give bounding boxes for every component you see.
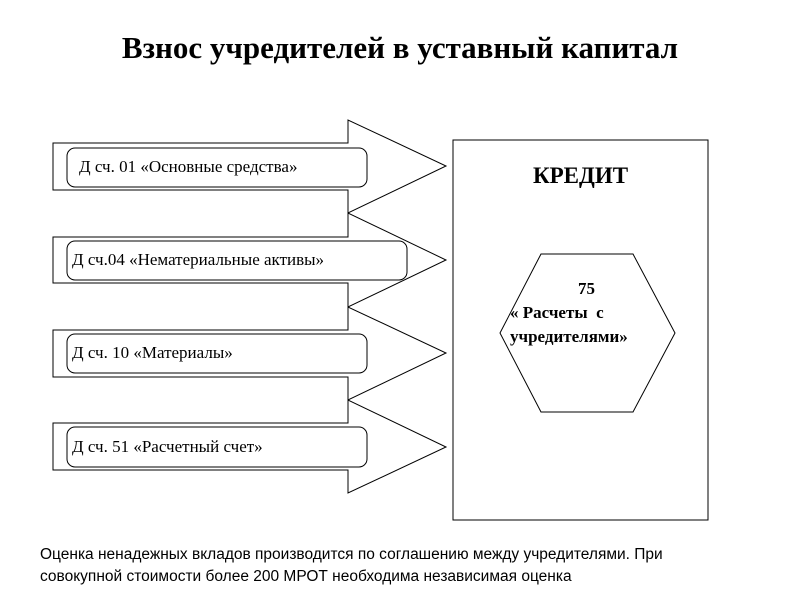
footnote-line1: Оценка ненадежных вкладов производится п… bbox=[40, 546, 663, 563]
account-name-line2: учредителями» bbox=[510, 327, 628, 346]
footnote-line2: совокупной стоимости более 200 МРОТ необ… bbox=[40, 568, 572, 585]
debit-label-10: Д сч. 10 «Материалы» bbox=[72, 343, 233, 362]
debit-box-3 bbox=[66, 333, 368, 374]
credit-heading: КРЕДИТ bbox=[532, 163, 629, 188]
debit-label-51: Д сч. 51 «Расчетный счет» bbox=[72, 437, 263, 456]
debit-box-1 bbox=[66, 147, 368, 188]
slide-title: Взнос учредителей в уставный капитал bbox=[121, 30, 679, 65]
account-number: 75 bbox=[578, 279, 595, 298]
account-name-line1: « Расчеты с bbox=[510, 303, 604, 322]
debit-label-01: Д сч. 01 «Основные средства» bbox=[79, 157, 298, 176]
account-75-text: 75 « Расчеты с учредителями» bbox=[500, 277, 675, 349]
debit-box-2 bbox=[66, 240, 408, 281]
debit-box-4 bbox=[66, 426, 368, 468]
debit-label-04: Д сч.04 «Нематериальные активы» bbox=[72, 250, 325, 269]
footnote: Оценка ненадежных вкладов производится п… bbox=[40, 544, 663, 588]
account-hexagon bbox=[499, 253, 676, 413]
